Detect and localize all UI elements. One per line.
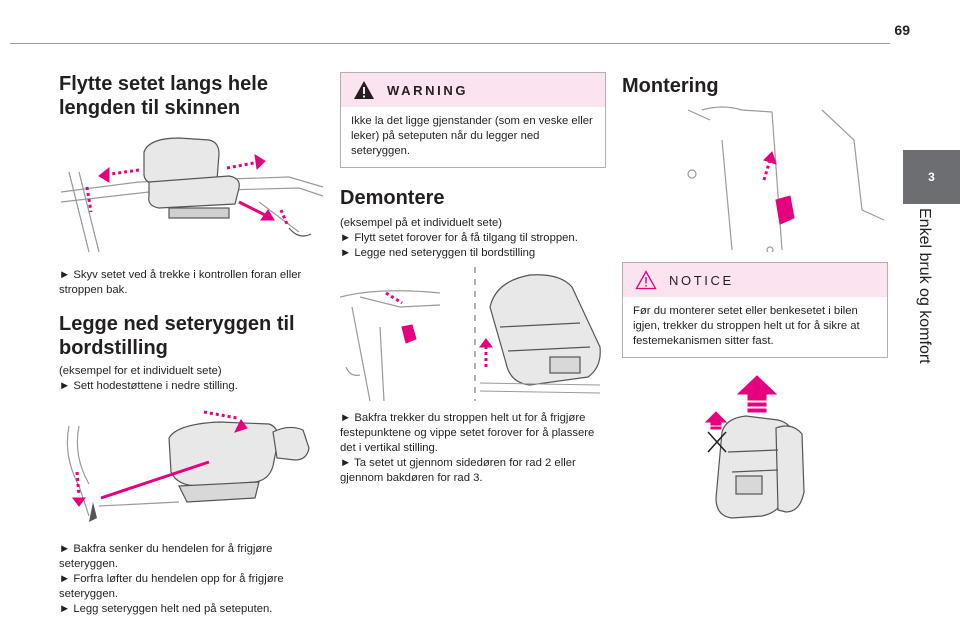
warning-box: WARNING Ikke la det ligge gjenstander (s… — [340, 72, 606, 168]
notice-header: NOTICE — [623, 263, 887, 297]
heading-fold-backrest: Legge ned seteryggen til bordstilling — [59, 312, 325, 360]
heading-line: Legge ned seteryggen til — [59, 313, 295, 335]
illustration-remove-seat — [340, 267, 606, 403]
notice-text: Før du monterer setet eller benkesetet i… — [633, 305, 860, 347]
text-remove-intro: (eksempel på et individuelt sete) — [340, 217, 503, 229]
text-fold-step3: ► Forfra løfter du hendelen opp for å fr… — [59, 573, 284, 600]
top-rule — [10, 43, 890, 44]
heading-line: bordstilling — [59, 337, 168, 359]
chapter-number: 3 — [903, 150, 960, 204]
column-right: Montering NOTICE — [622, 72, 888, 532]
illustration-mount-strap — [622, 100, 888, 252]
warning-header: WARNING — [341, 73, 605, 107]
heading-mount: Montering — [622, 75, 719, 97]
heading-line: lengden til skinnen — [59, 97, 241, 119]
warning-triangle-icon — [354, 81, 374, 99]
chapter-title: Enkel bruk og komfort — [916, 208, 933, 364]
heading-move-seat: Flytte setet langs hele lengden til skin… — [59, 72, 325, 120]
column-middle: WARNING Ikke la det ligge gjenstander (s… — [340, 72, 606, 486]
illustration-mount-seat — [682, 372, 888, 532]
text-fold-intro: (eksempel for et individuelt sete) — [59, 365, 222, 377]
notice-title: NOTICE — [669, 272, 734, 288]
column-left: Flytte setet langs hele lengden til skin… — [59, 72, 325, 617]
text-remove-step3: ► Bakfra trekker du stroppen helt ut for… — [340, 412, 595, 454]
notice-triangle-icon — [635, 270, 657, 290]
text-move-seat: ► Skyv setet ved å trekke i kontrollen f… — [59, 269, 302, 296]
text-fold-step1: ► Sett hodestøttene i nedre stilling. — [59, 380, 238, 392]
text-fold-step2: ► Bakfra senker du hendelen for å frigjø… — [59, 543, 273, 570]
notice-box: NOTICE Før du monterer setet eller benke… — [622, 262, 888, 358]
heading-remove: Demontere — [340, 187, 445, 209]
illustration-fold-backrest — [59, 406, 325, 534]
page-number: 69 — [894, 22, 910, 38]
text-remove-step1: ► Flytt setet forover for å få tilgang t… — [340, 232, 578, 244]
warning-text: Ikke la det ligge gjenstander (som en ve… — [351, 115, 593, 157]
text-remove-step4: ► Ta setet ut gjennom sidedøren for rad … — [340, 457, 576, 484]
text-remove-step2: ► Legge ned seteryggen til bordstilling — [340, 247, 536, 259]
chapter-side-tab: 3 Enkel bruk og komfort — [903, 138, 960, 538]
warning-title: WARNING — [387, 82, 469, 98]
heading-line: Flytte setet langs hele — [59, 73, 268, 95]
illustration-seat-slide — [59, 132, 325, 262]
text-fold-step4: ► Legg seteryggen helt ned på seteputen. — [59, 603, 273, 615]
